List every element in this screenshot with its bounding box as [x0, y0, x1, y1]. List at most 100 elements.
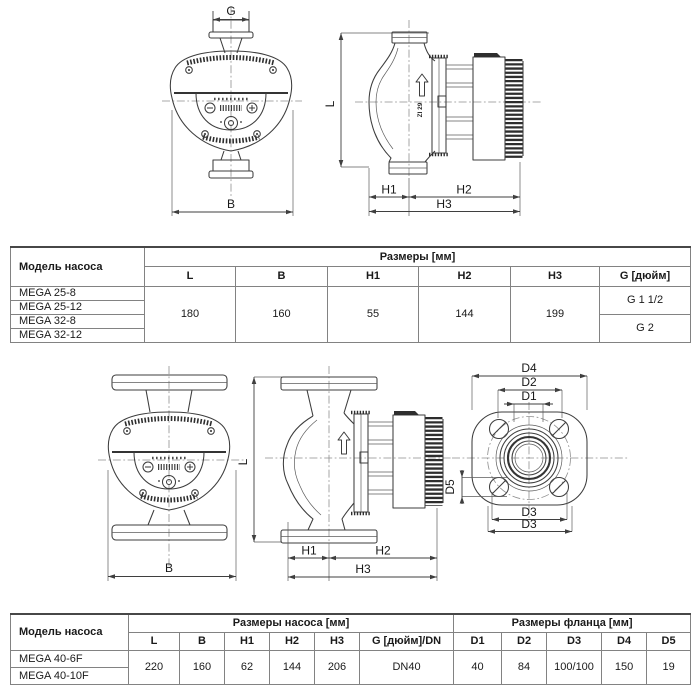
side-view-drawing-threaded: L ZI 29 [323, 18, 555, 223]
group-header-row: Модель насоса Размеры [мм] [10, 246, 692, 287]
column-header-d5: D5 [646, 631, 692, 651]
value-h3: 206 [314, 649, 360, 685]
table-row: MEGA 32-12 [10, 327, 691, 343]
value-h3: 199 [510, 285, 600, 343]
column-header-b: B [179, 631, 225, 651]
centerlines [265, 366, 453, 550]
front-view-svg-flanged: B [98, 366, 244, 581]
value-h1: 62 [224, 649, 270, 685]
table-row: MEGA 25-8 180 160 55 144 199 G 1 1/2 [10, 285, 692, 343]
b-dimension: B [171, 110, 294, 216]
group-header-row: Модель насоса Размеры насоса [мм] Размер… [10, 613, 692, 651]
value-h2: 144 [418, 285, 511, 343]
side-view-svg-threaded: L ZI 29 [323, 20, 543, 216]
dim-label-l: L [323, 100, 337, 107]
threaded-pump-dimensions-table: Модель насоса Размеры [мм] L B H1 H2 H3 … [10, 246, 692, 343]
dim-label-g: G [226, 4, 235, 18]
flange-face-svg: D4 D2 D1 D3 D3 D5 [443, 361, 628, 534]
table-row: MEGA 40-10F [10, 666, 691, 685]
value-d4: 150 [601, 649, 648, 685]
model-column-header: Модель насоса [10, 246, 145, 287]
column-header-l: L [144, 265, 236, 287]
column-header-row: L B H1 H2 H3 G [дюйм] [11, 265, 692, 287]
value-l: 180 [144, 285, 236, 343]
column-header-d2: D2 [501, 631, 548, 651]
dim-label-d5: D5 [443, 479, 457, 495]
value-g-large: G 2 [598, 313, 692, 343]
table-row: MEGA 32-8 G 2 [10, 313, 692, 343]
dim-label-d4: D4 [521, 361, 537, 375]
side-view-drawing-flanged: L [236, 362, 460, 602]
dim-label-b: B [165, 561, 173, 575]
value-h2: 144 [269, 649, 315, 685]
column-header-h2: H2 [269, 631, 315, 651]
value-g-small: G 1 1/2 [598, 285, 692, 315]
column-header-row: L B H1 H2 H3 G [дюйм]/DN D1 D2 D3 D4 D5 [11, 631, 692, 651]
column-header-h2: H2 [418, 265, 511, 287]
l-dimension: L [323, 32, 429, 168]
pump-outline [280, 376, 444, 544]
column-header-d4: D4 [601, 631, 648, 651]
flange-outline [471, 411, 588, 506]
model-cell: MEGA 32-8 [10, 313, 145, 329]
flange-face-drawing: D4 D2 D1 D3 D3 D5 [443, 360, 633, 545]
value-l: 220 [128, 649, 180, 685]
model-cell: MEGA 40-6F [10, 649, 129, 668]
centerlines [162, 6, 302, 196]
value-b: 160 [235, 285, 328, 343]
dim-label-h3: H3 [355, 562, 371, 576]
dim-label-l: L [236, 458, 250, 465]
d-dimensions: D4 D2 D1 D3 D3 D5 [443, 361, 588, 534]
h-dimensions: H1 H2 H3 [287, 508, 438, 581]
l-dimension: L [236, 376, 282, 543]
h-dimensions: H1 H2 H3 [368, 162, 521, 216]
model-cell: MEGA 32-12 [10, 327, 145, 343]
pump-outline [169, 19, 293, 179]
value-d1: 40 [453, 649, 503, 685]
centerlines [355, 20, 543, 176]
value-d3: 100/100 [546, 649, 603, 685]
size-group-header: Размеры [мм] [143, 246, 692, 267]
dim-label-b: B [227, 197, 235, 211]
value-dn: DN40 [358, 649, 455, 685]
model-column-header: Модель насоса [10, 613, 129, 651]
column-header-h3: H3 [314, 631, 360, 651]
column-header-l: L [128, 631, 180, 651]
dim-label-d2: D2 [521, 375, 537, 389]
model-cell: MEGA 25-8 [10, 285, 145, 301]
dim-label-h3: H3 [436, 197, 452, 211]
dim-label-d1: D1 [521, 389, 537, 403]
front-view-drawing-flanged: B [88, 362, 253, 587]
column-header-g-dn: G [дюйм]/DN [358, 631, 455, 651]
pump-outline: ZI 29 [368, 31, 524, 175]
pump-outline [107, 374, 231, 541]
value-b: 160 [179, 649, 225, 685]
motor-direction-mark: ZI 29 [417, 102, 424, 117]
flanged-pump-dimensions-table: Модель насоса Размеры насоса [мм] Размер… [10, 613, 692, 685]
b-dimension: B [107, 470, 237, 581]
value-h1: 55 [327, 285, 419, 343]
flange-size-group-header: Размеры фланца [мм] [453, 613, 692, 633]
column-header-d3: D3 [546, 631, 603, 651]
table-row: MEGA 40-6F 220 160 62 144 206 DN40 40 84… [10, 649, 692, 685]
dim-label-h1: H1 [381, 183, 397, 197]
column-header-h1: H1 [224, 631, 270, 651]
dim-label-h2: H2 [456, 183, 472, 197]
dim-label-h1: H1 [301, 544, 317, 558]
dim-label-h2: H2 [375, 544, 391, 558]
dim-label-d3-outer: D3 [521, 517, 537, 531]
column-header-h1: H1 [327, 265, 419, 287]
model-cell: MEGA 25-12 [10, 299, 145, 315]
centerlines [452, 402, 628, 520]
column-header-h3: H3 [510, 265, 600, 287]
column-header-d1: D1 [453, 631, 503, 651]
model-cell: MEGA 40-10F [10, 666, 129, 685]
front-view-svg-threaded: G [162, 4, 302, 216]
value-d5: 19 [646, 649, 692, 685]
front-view-drawing-threaded: G [150, 4, 315, 222]
value-d2: 84 [501, 649, 548, 685]
pump-size-group-header: Размеры насоса [мм] [127, 613, 455, 633]
centerlines [98, 366, 244, 568]
column-header-b: B [235, 265, 328, 287]
